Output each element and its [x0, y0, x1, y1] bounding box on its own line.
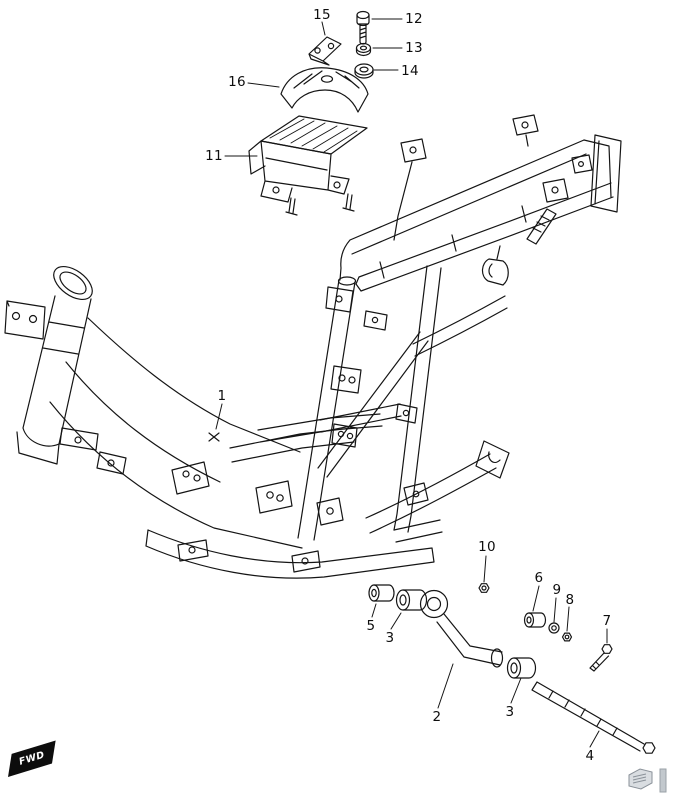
engine-mount-link	[368, 583, 656, 754]
leader-lines	[215, 18, 608, 748]
bolt-12	[356, 10, 370, 45]
part-number-2-14: 2	[432, 709, 442, 725]
part-number-15-0: 15	[313, 7, 331, 23]
part-number-9-9: 9	[552, 582, 562, 598]
part-number-4-16: 4	[585, 748, 595, 764]
part-number-14-3: 14	[401, 63, 419, 79]
strap-16	[280, 67, 369, 113]
nut-13	[355, 42, 372, 57]
marker-1	[208, 432, 220, 442]
part-number-5-12: 5	[366, 618, 376, 634]
bracket-11	[248, 115, 368, 216]
part-number-10-7: 10	[478, 539, 496, 555]
part-number-11-5: 11	[205, 148, 223, 164]
part-number-6-8: 6	[534, 570, 544, 586]
part-number-3-15: 3	[505, 704, 515, 720]
part-number-7-11: 7	[602, 613, 612, 629]
document-icon	[628, 768, 653, 790]
part-number-13-2: 13	[405, 40, 423, 56]
part-number-1-6: 1	[217, 388, 227, 404]
part-number-8-10: 8	[565, 592, 575, 608]
frame-body	[4, 114, 622, 579]
part-number-3-13: 3	[385, 630, 395, 646]
scrollbar-thumb	[659, 768, 667, 793]
part-number-16-4: 16	[228, 74, 246, 90]
part-number-12-1: 12	[405, 11, 423, 27]
fwd-label: FWD	[17, 749, 47, 768]
washer-14	[354, 63, 374, 79]
bracket-15	[308, 36, 342, 66]
